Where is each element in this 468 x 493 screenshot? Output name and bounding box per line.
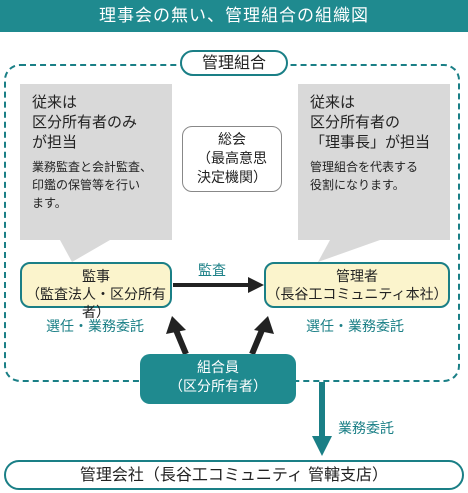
auditor-box: 監事 （監査法人・区分所有者） [20, 262, 172, 321]
note-heading-line: 区分所有者の [310, 113, 401, 131]
manager-name: 管理者 [336, 269, 378, 285]
auditor-detail: （監査法人・区分所有者） [26, 287, 166, 321]
manager-detail: （長谷工コミュニティ本社） [266, 287, 448, 303]
note-heading-line: 区分所有者のみ [32, 113, 138, 131]
management-company-box: 管理会社（長谷工コミュニティ 管轄支店） [4, 460, 464, 490]
appoint-arrow-left-head [166, 316, 186, 334]
auditor-note: 従来は 区分所有者のみ が担当 業務監査と会計監査、 印鑑の保管等を行い ます。 [20, 84, 172, 240]
members-box: 組合員 （区分所有者） [140, 354, 296, 404]
note-body-line: 役割になります。 [310, 178, 405, 192]
audit-label: 監査 [198, 263, 226, 279]
union-label: 管理組合 [180, 50, 288, 76]
appoint-arrow-right-head [254, 316, 274, 334]
note-body-line: 管理組合を代表する [310, 160, 419, 174]
note-heading-line: 従来は [310, 93, 356, 111]
members-name: 組合員 [197, 360, 239, 376]
title-banner: 理事会の無い、管理組合の組織図 [0, 0, 468, 32]
general-meeting-line: 総会 [218, 132, 246, 148]
general-meeting-line: 決定機関） [197, 170, 267, 186]
right-note-tail [318, 240, 380, 262]
manager-box: 管理者 （長谷工コミュニティ本社） [264, 262, 450, 308]
note-body-line: ます。 [32, 196, 67, 210]
members-detail: （区分所有者） [169, 379, 267, 395]
left-note-tail [60, 240, 110, 262]
appoint-arrow-right-line [249, 328, 265, 356]
manager-note: 従来は 区分所有者の 「理事長」が担当 管理組合を代表する 役割になります。 [298, 84, 450, 240]
note-heading-line: 従来は [32, 93, 78, 111]
note-heading-line: が担当 [32, 133, 78, 151]
general-meeting-box: 総会 （最高意思 決定機関） [182, 126, 282, 192]
note-body-line: 業務監査と会計監査、 [32, 160, 153, 174]
note-body-line: 印鑑の保管等を行い [32, 178, 141, 192]
general-meeting-line: （最高意思 [197, 151, 267, 167]
appoint-label-left: 選任・業務委託 [46, 319, 144, 335]
auditor-name: 監事 [82, 269, 110, 285]
note-heading-line: 「理事長」が担当 [310, 133, 431, 151]
outsourcing-label: 業務委託 [338, 421, 394, 437]
appoint-label-right: 選任・業務委託 [306, 319, 404, 335]
audit-arrow-head [248, 277, 264, 293]
outsourcing-arrow-head [312, 436, 332, 456]
appoint-arrow-left-line [173, 328, 189, 356]
